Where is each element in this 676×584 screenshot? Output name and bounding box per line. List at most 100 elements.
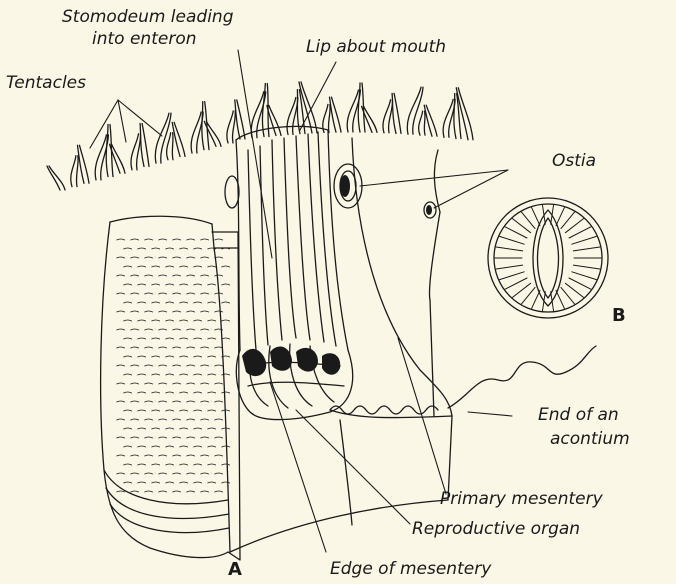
tentacle bbox=[167, 133, 171, 160]
wall-mark bbox=[166, 428, 174, 429]
septum bbox=[496, 247, 522, 251]
wall-mark bbox=[145, 329, 153, 330]
tentacle bbox=[131, 134, 139, 170]
wall-mark bbox=[187, 329, 195, 330]
wall-mark bbox=[145, 401, 153, 402]
wall-mark bbox=[180, 356, 188, 357]
wall-mark bbox=[187, 491, 195, 492]
wall-mark bbox=[222, 374, 230, 375]
wall-mark bbox=[124, 482, 132, 483]
wall-mark bbox=[194, 482, 202, 483]
septum bbox=[522, 287, 536, 304]
wall-mark bbox=[152, 374, 160, 375]
wall-mark bbox=[166, 284, 174, 285]
wall-mark bbox=[173, 329, 181, 330]
wall-mark bbox=[194, 284, 202, 285]
wall-mark bbox=[152, 338, 160, 339]
wall-mark bbox=[138, 248, 146, 249]
wall-mark bbox=[159, 311, 167, 312]
wall-mark bbox=[117, 365, 125, 366]
septum bbox=[561, 287, 575, 304]
wall-mark bbox=[117, 437, 125, 438]
tentacle bbox=[76, 156, 78, 187]
wall-mark bbox=[173, 473, 181, 474]
wall-mark bbox=[208, 464, 216, 465]
wall-mark bbox=[215, 383, 223, 384]
wall-mark bbox=[222, 302, 230, 303]
wall-mark bbox=[145, 491, 153, 492]
wall-mark bbox=[187, 401, 195, 402]
wall-mark bbox=[180, 338, 188, 339]
wall-mark bbox=[187, 455, 195, 456]
wall-mark bbox=[201, 383, 209, 384]
tentacle bbox=[413, 87, 423, 134]
wall-mark bbox=[180, 374, 188, 375]
wall-mark bbox=[215, 311, 223, 312]
wall-mark bbox=[208, 266, 216, 267]
wall-mark bbox=[124, 248, 132, 249]
wall-mark bbox=[215, 491, 223, 492]
wall-mark bbox=[222, 392, 230, 393]
wall-mark bbox=[152, 428, 160, 429]
wall-mark bbox=[131, 347, 139, 348]
wall-mark bbox=[131, 293, 139, 294]
wall-mark bbox=[208, 482, 216, 483]
wall-mark bbox=[166, 482, 174, 483]
wall-mark bbox=[117, 311, 125, 312]
wall-mark bbox=[124, 266, 132, 267]
wall-mark bbox=[173, 239, 181, 240]
wall-mark bbox=[131, 491, 139, 492]
wall-mark bbox=[215, 347, 223, 348]
septum bbox=[556, 290, 564, 308]
wall-mark bbox=[194, 266, 202, 267]
wall-mark bbox=[187, 311, 195, 312]
body-wall-texture bbox=[117, 239, 230, 492]
wall-mark bbox=[166, 392, 174, 393]
wall-mark bbox=[124, 284, 132, 285]
wall-mark bbox=[187, 437, 195, 438]
septum bbox=[565, 283, 583, 297]
wall-mark bbox=[159, 491, 167, 492]
wall-mark bbox=[152, 284, 160, 285]
wall-mark bbox=[201, 473, 209, 474]
wall-mark bbox=[124, 428, 132, 429]
wall-mark bbox=[215, 365, 223, 366]
wall-mark bbox=[166, 266, 174, 267]
wall-mark bbox=[194, 302, 202, 303]
wall-mark bbox=[173, 347, 181, 348]
wall-mark bbox=[124, 374, 132, 375]
wall-mark bbox=[152, 320, 160, 321]
wall-mark bbox=[173, 293, 181, 294]
tentacle bbox=[383, 100, 391, 133]
wall-mark bbox=[215, 257, 223, 258]
wall-mark bbox=[208, 338, 216, 339]
wall-mark bbox=[124, 464, 132, 465]
wall-mark bbox=[152, 266, 160, 267]
septum bbox=[572, 272, 597, 280]
septum bbox=[513, 219, 531, 233]
wall-mark bbox=[201, 293, 209, 294]
wall-mark bbox=[215, 455, 223, 456]
wall-mark bbox=[187, 257, 195, 258]
wall-mark bbox=[180, 248, 188, 249]
wall-mark bbox=[187, 473, 195, 474]
wall-mark bbox=[187, 383, 195, 384]
wall-mark bbox=[201, 311, 209, 312]
edge-of-mesentery-label: Edge of mesentery bbox=[330, 560, 491, 579]
wall-mark bbox=[117, 473, 125, 474]
wall-mark bbox=[222, 284, 230, 285]
wall-mark bbox=[194, 320, 202, 321]
wall-mark bbox=[138, 356, 146, 357]
wall-mark bbox=[194, 248, 202, 249]
wall-mark bbox=[131, 473, 139, 474]
septum bbox=[505, 278, 527, 289]
wall-mark bbox=[159, 473, 167, 474]
wall-mark bbox=[166, 338, 174, 339]
wall-mark bbox=[215, 239, 223, 240]
septum bbox=[569, 227, 591, 238]
wall-mark bbox=[222, 320, 230, 321]
wall-mark bbox=[208, 320, 216, 321]
wall-mark bbox=[152, 446, 160, 447]
wall-mark bbox=[173, 365, 181, 366]
septum bbox=[532, 208, 540, 226]
